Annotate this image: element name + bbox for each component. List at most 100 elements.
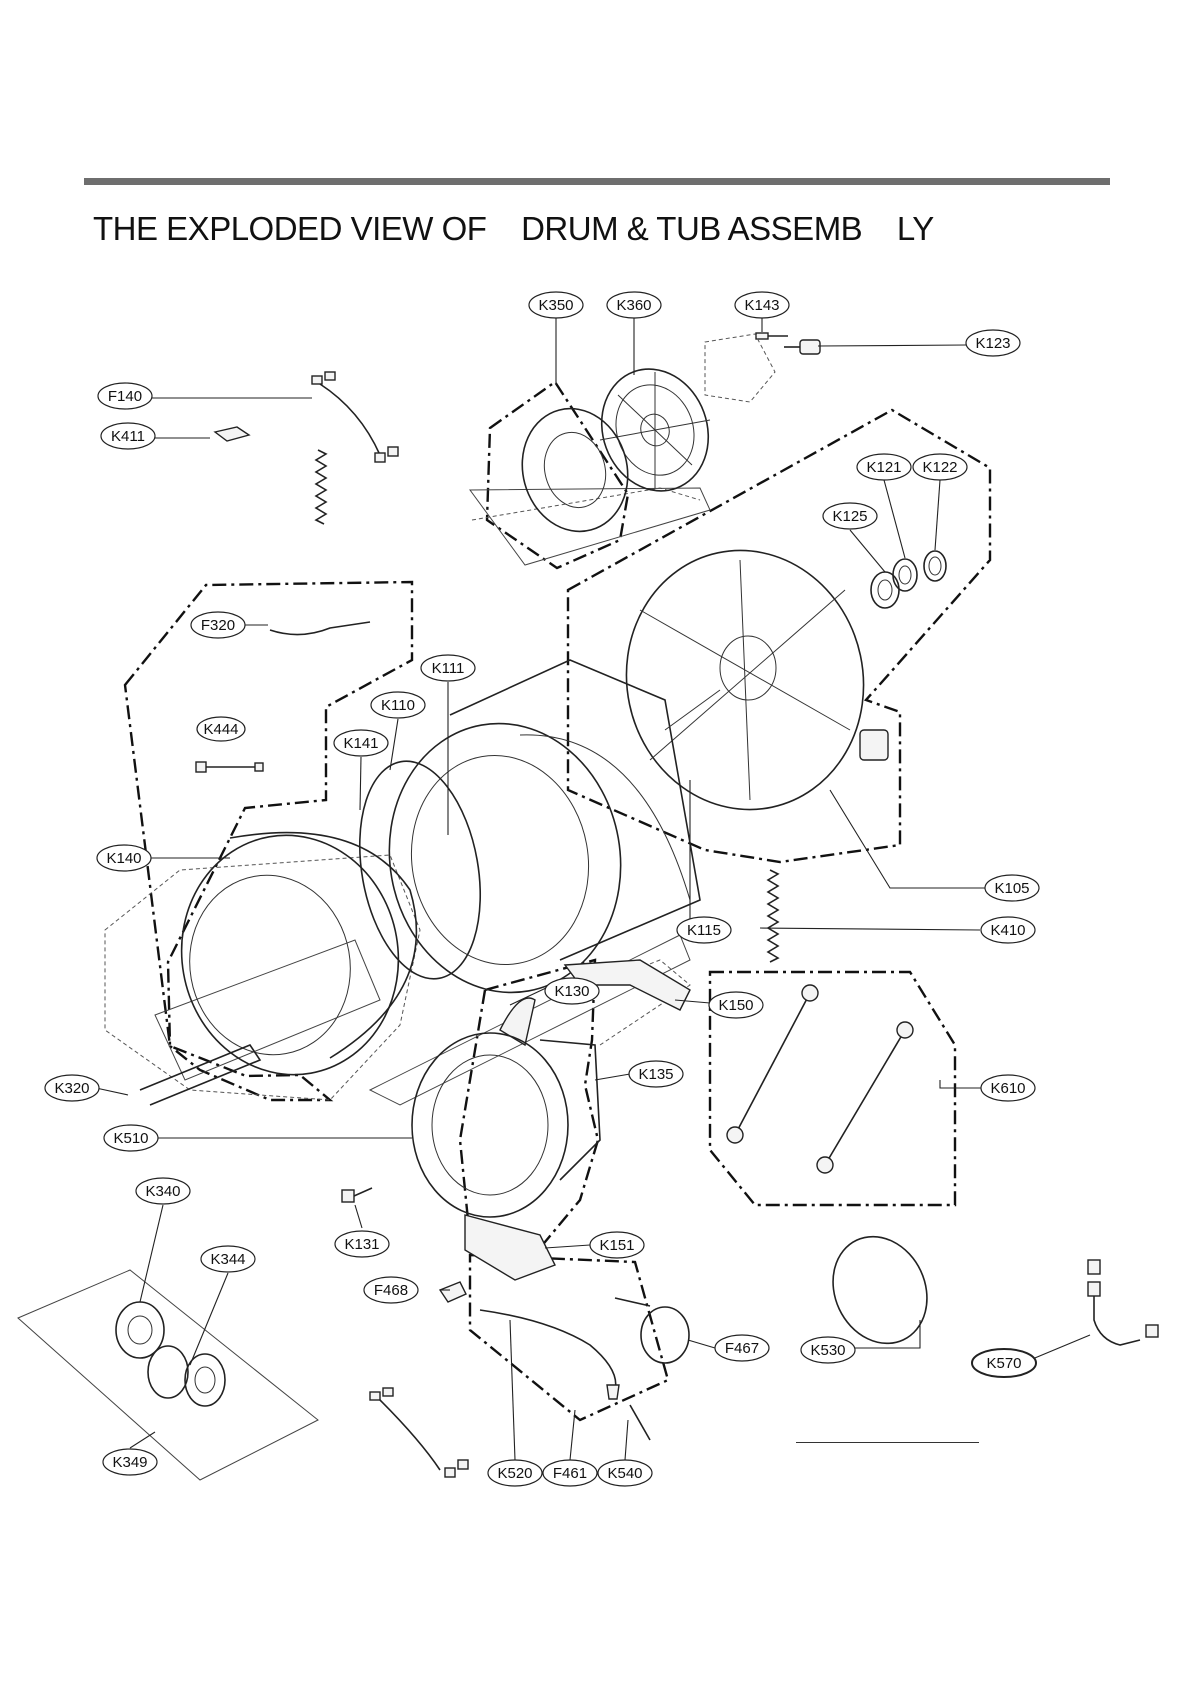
svg-text:K143: K143 <box>744 297 779 314</box>
header-rule <box>84 178 1110 185</box>
callout-K125: K125 <box>822 502 878 530</box>
svg-text:K340: K340 <box>145 1183 180 1200</box>
svg-text:F461: F461 <box>553 1465 587 1482</box>
svg-text:K444: K444 <box>203 721 238 738</box>
front-tub <box>180 831 418 1076</box>
leader-lines <box>95 318 1091 1461</box>
wire-harness-lower <box>369 1387 469 1478</box>
svg-text:K130: K130 <box>554 983 589 1000</box>
svg-text:K125: K125 <box>832 508 867 525</box>
rotor-part <box>521 407 629 533</box>
svg-text:K135: K135 <box>638 1066 673 1083</box>
svg-text:K121: K121 <box>866 459 901 476</box>
part-f468 <box>438 1281 467 1303</box>
svg-text:F467: F467 <box>725 1340 759 1357</box>
svg-text:K150: K150 <box>718 997 753 1014</box>
rear-tub <box>625 549 889 811</box>
bearings <box>870 550 947 609</box>
pulley-part <box>599 368 711 492</box>
svg-text:K411: K411 <box>111 428 145 445</box>
fittings-k570 <box>1087 1259 1159 1346</box>
callout-K121: K121 <box>856 453 912 481</box>
callout-F320: F320 <box>190 611 246 639</box>
callout-K110: K110 <box>370 691 426 719</box>
svg-text:K123: K123 <box>975 335 1010 352</box>
svg-text:F140: F140 <box>108 388 142 405</box>
callout-K530: K530 <box>800 1336 856 1364</box>
svg-text:K344: K344 <box>210 1251 245 1268</box>
svg-text:K122: K122 <box>922 459 957 476</box>
callout-K135: K135 <box>628 1060 684 1088</box>
svg-text:K110: K110 <box>381 697 415 714</box>
callout-K360: K360 <box>606 291 662 319</box>
callout-K349: K349 <box>102 1448 158 1476</box>
bolt-k123 <box>784 339 821 355</box>
callout-K150: K150 <box>708 991 764 1019</box>
callout-K122: K122 <box>912 453 968 481</box>
gasket <box>411 1032 601 1218</box>
heater-k320 <box>139 1044 262 1106</box>
heater-plate <box>154 939 381 1081</box>
drum-ring <box>358 760 482 980</box>
callout-K350: K350 <box>528 291 584 319</box>
weight-k151 <box>464 1214 556 1281</box>
weight-k130 <box>499 997 536 1047</box>
spring-k411 <box>314 449 328 525</box>
callout-K105: K105 <box>984 874 1040 902</box>
callout-K411: K411 <box>100 422 156 450</box>
callout-K410: K410 <box>980 916 1036 944</box>
svg-text:K520: K520 <box>497 1465 532 1482</box>
clip-k411 <box>213 426 251 442</box>
callout-F461: F461 <box>542 1459 598 1487</box>
svg-text:K151: K151 <box>599 1237 634 1254</box>
callout-K130: K130 <box>544 977 600 1005</box>
callout-F468: F468 <box>363 1276 419 1304</box>
gasket-boundary <box>458 958 600 1262</box>
page-title: THE EXPLODED VIEW OF DRUM & TUB ASSEMB L… <box>93 210 934 247</box>
callout-K570: K570 <box>971 1348 1037 1378</box>
callout-K111: K111 <box>420 654 476 682</box>
wire-harness-f140 <box>311 371 399 463</box>
svg-text:K131: K131 <box>344 1236 379 1253</box>
svg-text:K115: K115 <box>687 922 721 939</box>
svg-text:K140: K140 <box>106 850 141 867</box>
callout-K540: K540 <box>597 1459 653 1487</box>
callout-K344: K344 <box>200 1245 256 1273</box>
svg-text:K530: K530 <box>810 1342 845 1359</box>
front-frame-outline <box>104 854 421 1101</box>
callout-K444: K444 <box>196 716 246 742</box>
clamp-f467 <box>614 1297 690 1364</box>
svg-text:F468: F468 <box>374 1282 408 1299</box>
spring-k410 <box>766 869 780 963</box>
callout-K123: K123 <box>965 329 1021 357</box>
svg-text:F320: F320 <box>201 617 235 634</box>
clamp-ring-k530 <box>832 1235 928 1345</box>
svg-text:K111: K111 <box>432 660 465 677</box>
rear-drum-boundary <box>485 380 630 570</box>
hose-boundary <box>468 1253 670 1422</box>
rear-drum-cover <box>469 487 711 566</box>
callout-K610: K610 <box>980 1074 1036 1102</box>
callout-K151: K151 <box>589 1231 645 1259</box>
svg-text:K540: K540 <box>607 1465 642 1482</box>
callout-K143: K143 <box>734 291 790 319</box>
svg-text:K349: K349 <box>112 1454 147 1471</box>
callout-F140: F140 <box>97 382 153 410</box>
callout-K115: K115 <box>676 916 732 944</box>
shock-absorbers <box>726 984 914 1174</box>
callout-K320: K320 <box>44 1074 100 1102</box>
sensor-k444 <box>195 761 264 773</box>
svg-text:K510: K510 <box>113 1130 148 1147</box>
callout-K340: K340 <box>135 1177 191 1205</box>
footer-rule <box>796 1442 979 1443</box>
guide-line-1 <box>471 487 701 521</box>
svg-text:K410: K410 <box>990 922 1025 939</box>
sensor-k540 <box>629 1404 651 1441</box>
pump-k344 <box>147 1345 226 1407</box>
svg-text:K610: K610 <box>990 1080 1025 1097</box>
svg-text:K570: K570 <box>986 1355 1021 1372</box>
svg-text:K105: K105 <box>994 880 1029 897</box>
shock-boundary <box>708 970 957 1207</box>
svg-text:K350: K350 <box>538 297 573 314</box>
